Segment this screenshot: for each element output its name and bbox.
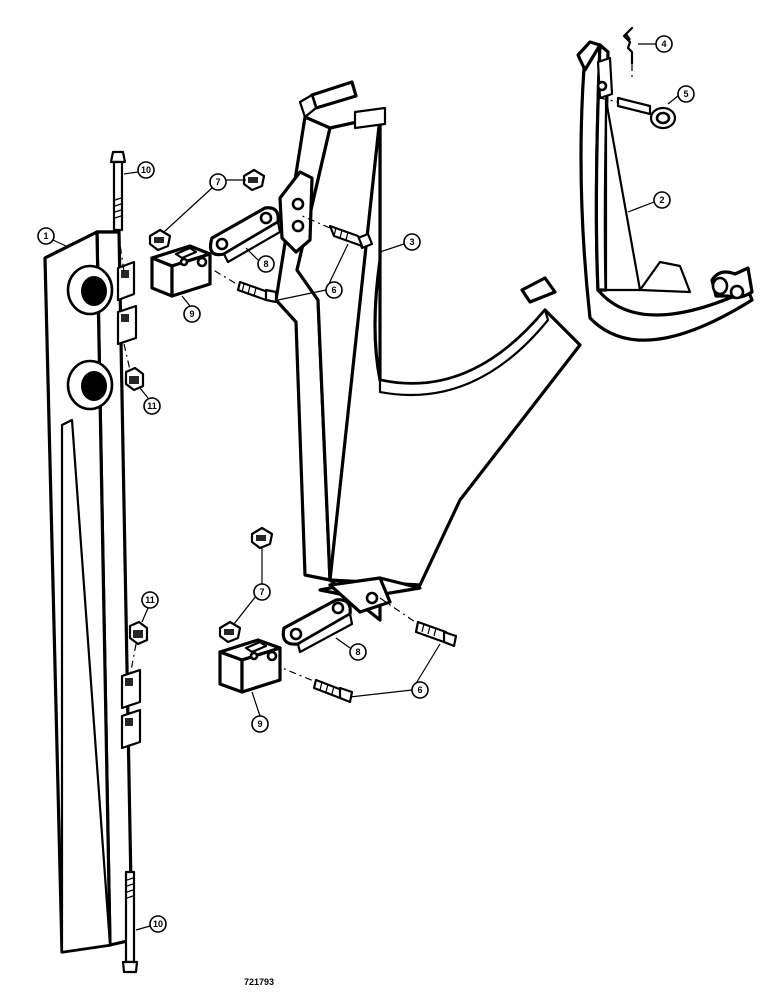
center-shoe	[274, 80, 582, 622]
callout-10-top	[137, 161, 155, 179]
callout-7-upper	[209, 173, 227, 191]
figure-number: 721793	[244, 977, 274, 987]
bolt-top	[109, 150, 127, 273]
nut-lower-left	[218, 620, 242, 644]
callout-7-upper-label: 7	[215, 177, 220, 187]
callout-4	[655, 35, 673, 53]
callouts: 1 2 3 4 5 6 6 7 7	[37, 35, 695, 933]
spring-clip	[622, 26, 634, 80]
shank-bar	[43, 230, 134, 954]
nut-upper	[123, 343, 145, 392]
bar-bracket-lower	[120, 668, 142, 750]
callout-11-upper-label: 11	[147, 401, 157, 411]
callout-3-label: 3	[409, 237, 414, 247]
pin-with-ring	[596, 56, 677, 130]
clevis-block-lower	[218, 638, 282, 694]
callout-8-upper	[257, 255, 275, 273]
callout-10-bottom	[149, 915, 167, 933]
callout-1-label: 1	[43, 231, 48, 241]
callout-11-lower-label: 11	[145, 595, 155, 605]
callout-3	[403, 233, 421, 251]
callout-6-lower	[411, 681, 429, 699]
callout-5-label: 5	[683, 89, 688, 99]
callout-11-upper	[143, 397, 161, 415]
link-plate-upper	[208, 206, 282, 264]
callout-9-lower	[251, 715, 269, 733]
callout-7-lower	[253, 583, 271, 601]
callout-11-lower	[141, 591, 159, 609]
callout-2	[653, 191, 671, 209]
bolt-bottom	[121, 747, 139, 974]
callout-5	[677, 85, 695, 103]
callout-6-upper	[325, 281, 343, 299]
link-plate-lower	[281, 598, 354, 654]
callout-6-lower-label: 6	[417, 685, 422, 695]
callout-9-upper-label: 9	[189, 309, 194, 319]
callout-1	[37, 227, 55, 245]
callout-8-lower-label: 8	[355, 647, 360, 657]
clevis-block-upper	[150, 244, 212, 298]
bolt-center-top	[299, 214, 374, 250]
center-shoe-top-lug	[278, 170, 314, 254]
callout-8-upper-label: 8	[263, 259, 268, 269]
bolt-lower-right	[379, 597, 458, 648]
callout-7-lower-label: 7	[259, 587, 264, 597]
nut-upper-right	[242, 168, 266, 192]
nut-lower-top	[250, 526, 274, 550]
nut-lower	[128, 620, 149, 677]
callout-9-upper	[183, 305, 201, 323]
callout-4-label: 4	[661, 39, 666, 49]
callout-6-upper-label: 6	[331, 285, 336, 295]
callout-2-label: 2	[659, 195, 664, 205]
nut-upper-left	[148, 228, 172, 252]
bolt-lower-left	[257, 657, 354, 704]
callout-10-bottom-label: 10	[153, 919, 163, 929]
callout-9-lower-label: 9	[257, 719, 262, 729]
callout-8-lower	[349, 643, 367, 661]
bar-bracket-upper	[116, 260, 138, 346]
callout-10-top-label: 10	[141, 165, 151, 175]
bolt-left-upper	[199, 261, 278, 304]
